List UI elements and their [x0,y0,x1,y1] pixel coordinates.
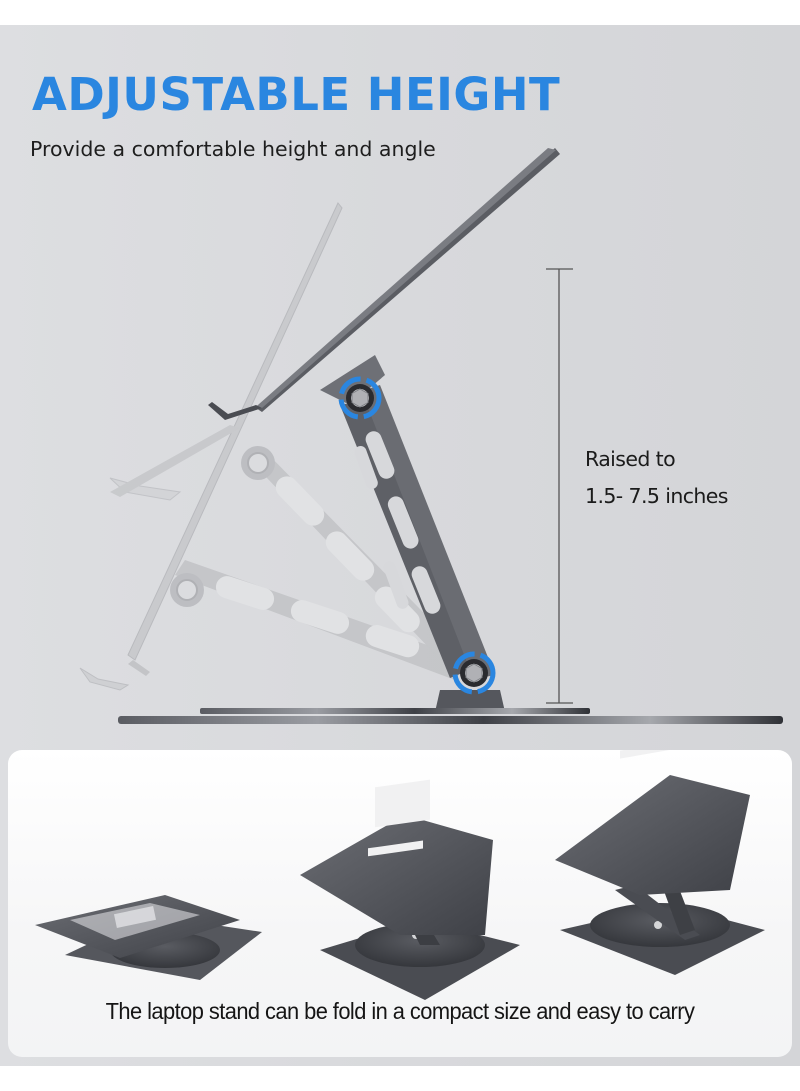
ghost-stand-positions [79,202,470,691]
height-measurement-line [546,268,573,704]
stand-folded [35,895,262,980]
stand-raised [555,750,765,975]
fold-caption: The laptop stand can be fold in a compac… [105,998,695,1024]
page-title: ADJUSTABLE HEIGHT [32,68,561,121]
stand-medium [300,779,520,1000]
stand-arms [340,385,495,680]
fold-states-illustration [35,750,765,1000]
fold-section-card [8,750,792,1057]
rotate-arrows-icon-upper [338,376,382,420]
measurement-label-line2: 1.5- 7.5 inches [585,484,728,508]
stand-base [118,690,783,724]
stand-side-view-illustration [79,148,783,724]
page-subtitle: Provide a comfortable height and angle [30,137,436,161]
measurement-label-line1: Raised to [585,447,676,471]
rotate-arrows-icon-lower [452,651,496,695]
